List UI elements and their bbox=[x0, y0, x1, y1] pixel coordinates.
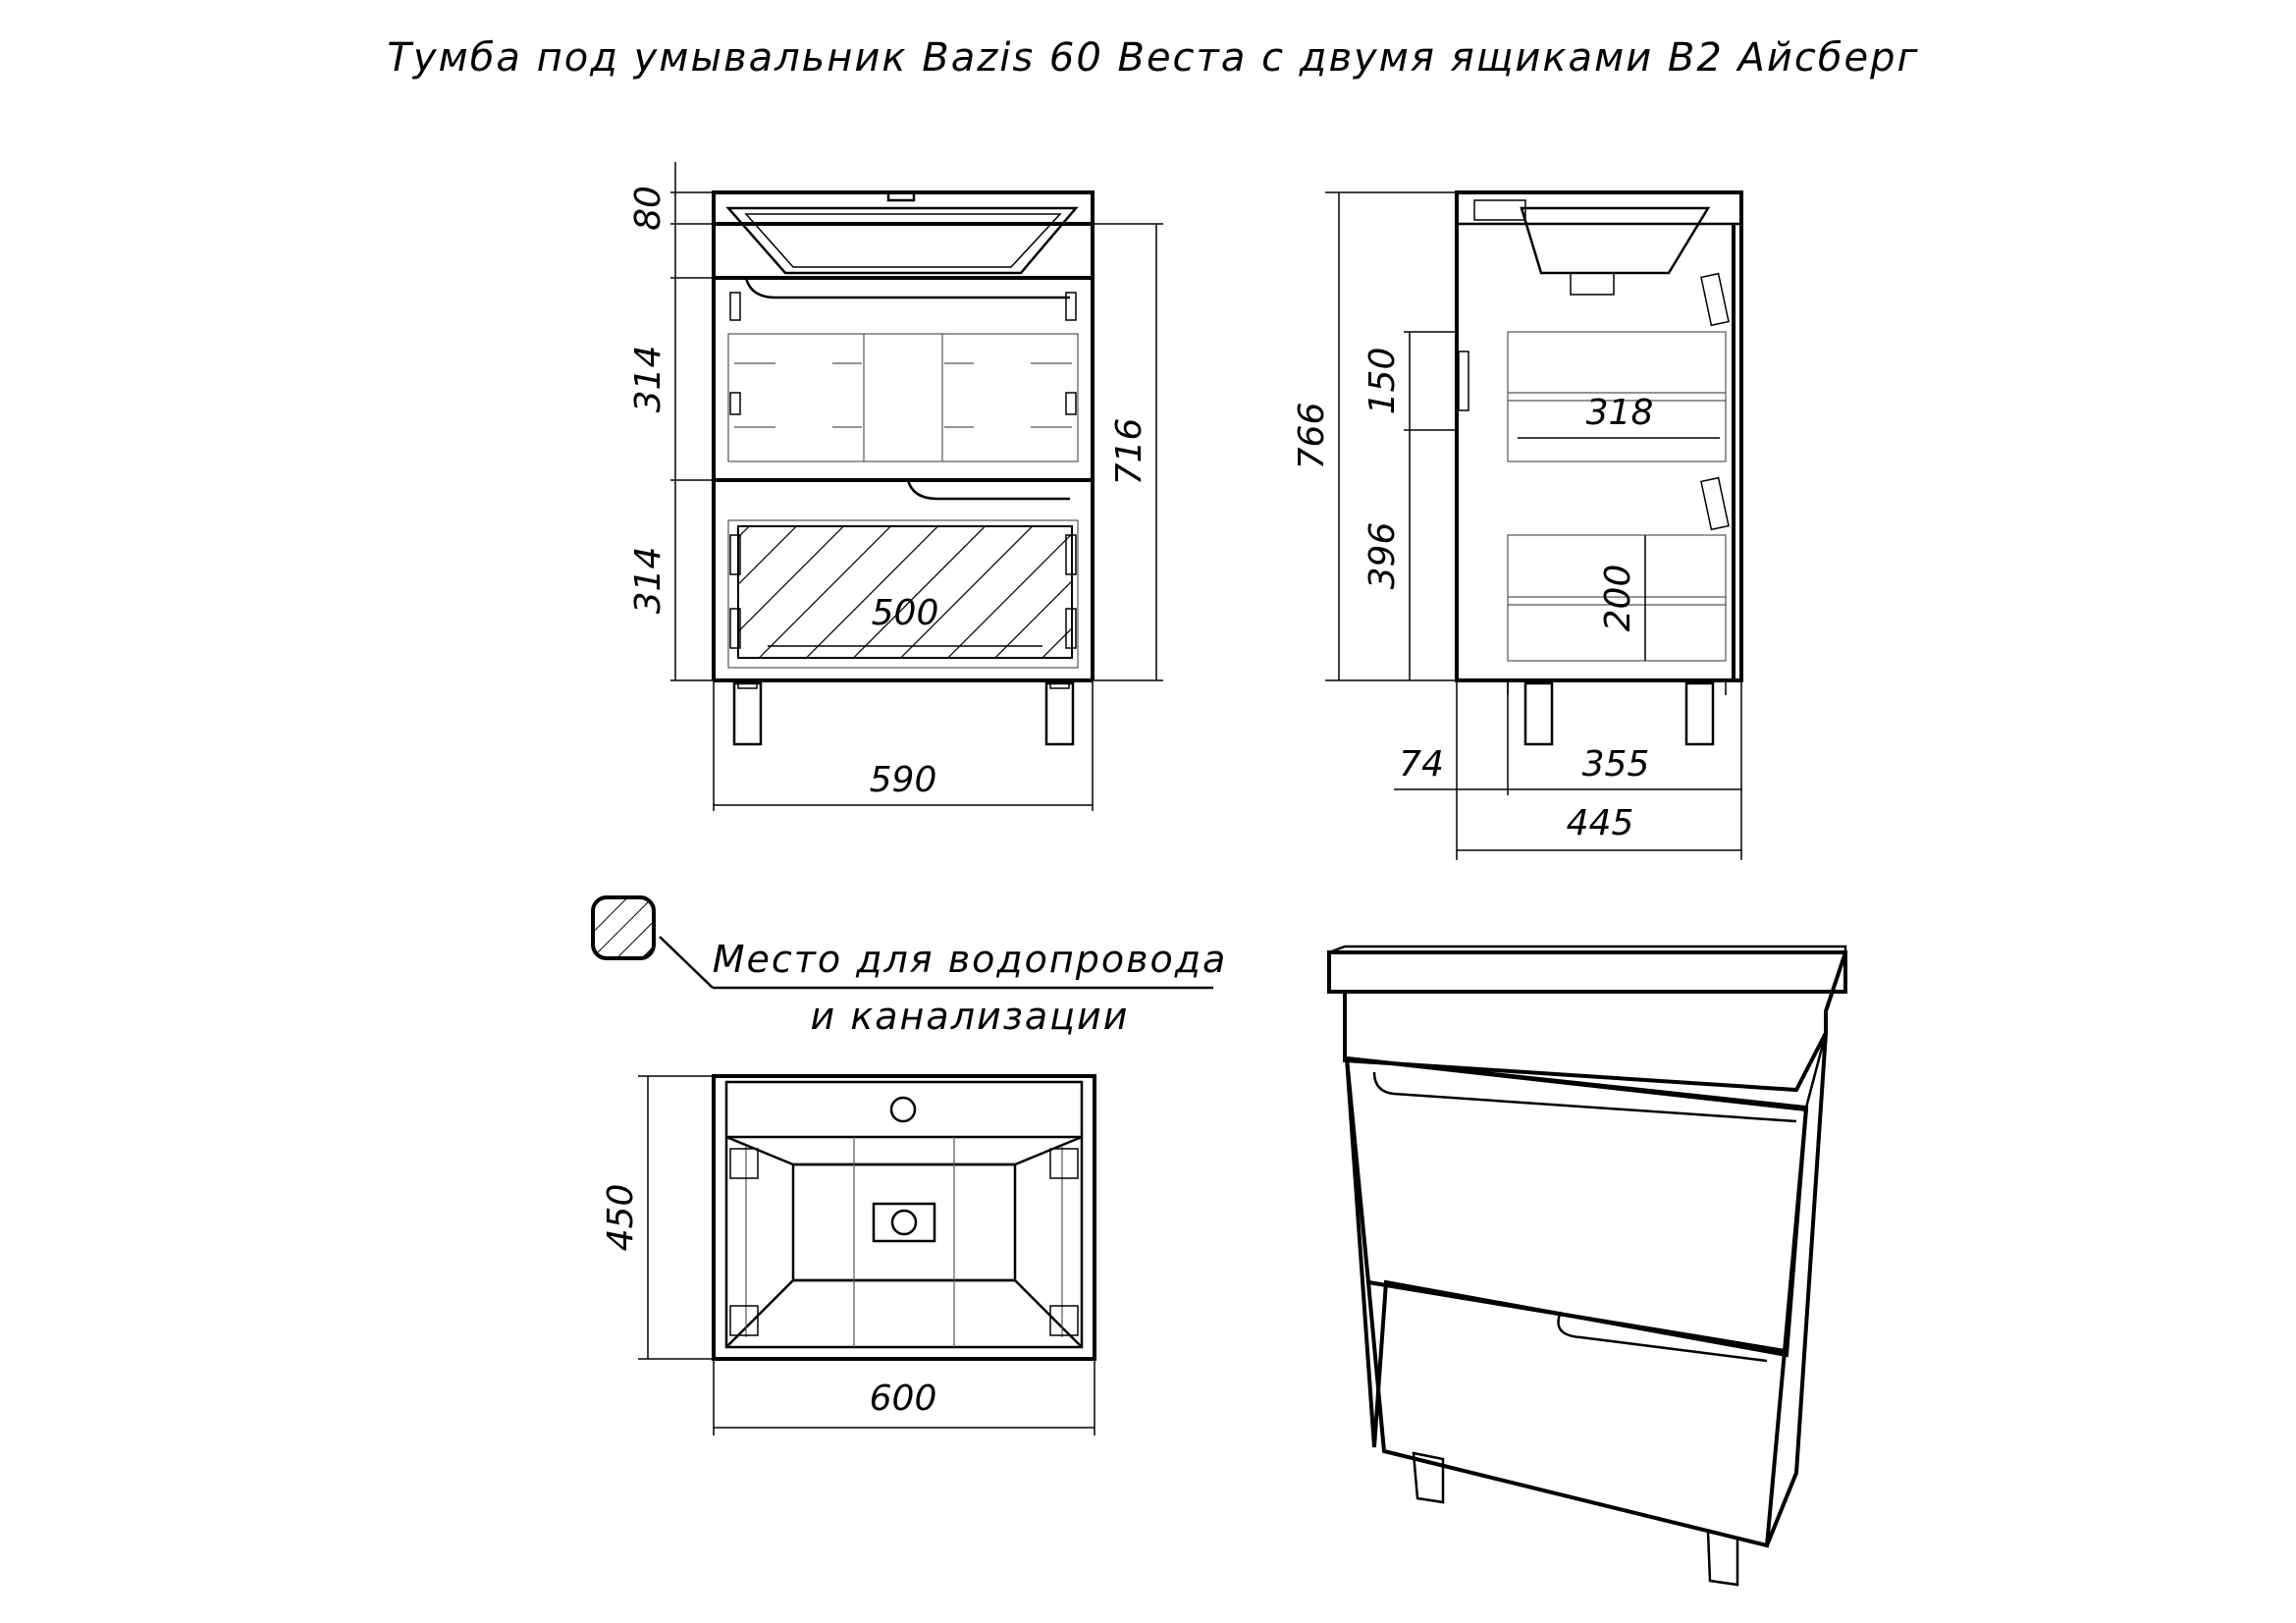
legend-line2: и канализации bbox=[811, 995, 1130, 1038]
dim-lower-height: 396 bbox=[1362, 522, 1403, 590]
side-view: 766 150 396 318 200 74 355 445 bbox=[1292, 190, 1743, 860]
dim-top-depth: 450 bbox=[601, 1184, 641, 1252]
dim-inner-width: 500 bbox=[872, 593, 939, 633]
dim-body-height: 716 bbox=[1109, 418, 1149, 486]
dim-total-height: 766 bbox=[1292, 403, 1332, 470]
dim-width: 590 bbox=[870, 760, 937, 800]
dim-drawer1-depth: 318 bbox=[1586, 393, 1654, 433]
legend: Место для водопровода и канализации bbox=[591, 895, 1228, 1038]
dim-foot-offset: 74 bbox=[1399, 744, 1444, 784]
top-view: 450 600 bbox=[601, 1074, 1096, 1435]
dim-drawer-front-height: 150 bbox=[1362, 348, 1403, 415]
dim-depth: 445 bbox=[1567, 803, 1634, 843]
dim-foot-span: 355 bbox=[1582, 744, 1650, 784]
front-view: 80 314 314 716 500 590 bbox=[628, 162, 1163, 811]
dim-drawer1-height: 314 bbox=[628, 346, 668, 413]
dim-drawer2-height: 200 bbox=[1598, 565, 1638, 632]
dim-drawer2-height: 314 bbox=[628, 547, 668, 615]
drawing-title: Тумба под умывальник Bazis 60 Веста с дв… bbox=[387, 35, 1919, 81]
dim-top-width: 600 bbox=[870, 1379, 937, 1419]
legend-line1: Место для водопровода bbox=[713, 938, 1228, 981]
perspective-view bbox=[1327, 945, 1847, 1587]
dim-top-height: 80 bbox=[628, 186, 668, 231]
